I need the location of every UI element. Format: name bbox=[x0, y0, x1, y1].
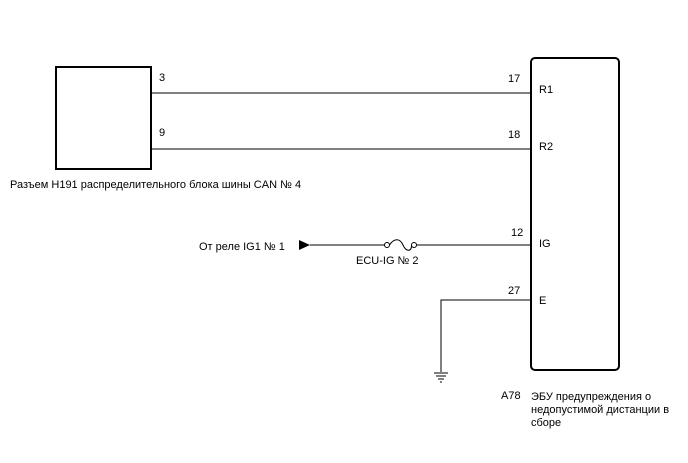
ecu-name-line-1: ЭБУ предупреждения о bbox=[531, 391, 651, 403]
ecu-terminal-ig: IG bbox=[539, 238, 551, 250]
arrow-right-icon bbox=[299, 240, 310, 250]
ecu-box bbox=[530, 57, 620, 371]
ecu-name-line-3: сборе bbox=[531, 417, 561, 429]
can-junction-connector-box bbox=[55, 66, 152, 170]
connector-label: Разъем H191 распределительного блока шин… bbox=[10, 179, 301, 191]
wire-ground bbox=[440, 299, 531, 372]
fuse-left-terminal bbox=[384, 242, 390, 248]
ecu-pin-18: 18 bbox=[508, 129, 520, 141]
ground-icon bbox=[434, 372, 448, 383]
ecu-pin-27: 27 bbox=[508, 285, 520, 297]
ecu-terminal-r2: R2 bbox=[539, 141, 553, 153]
fuse-label: ECU-IG № 2 bbox=[356, 255, 419, 267]
ecu-pin-12: 12 bbox=[511, 227, 523, 239]
ecu-terminal-r1: R1 bbox=[539, 84, 553, 96]
ecu-pin-17: 17 bbox=[508, 73, 520, 85]
fuse-icon bbox=[389, 239, 413, 251]
power-source-label: От реле IG1 № 1 bbox=[199, 241, 285, 253]
connector-pin-3: 3 bbox=[159, 72, 165, 84]
connector-pin-9: 9 bbox=[159, 127, 165, 139]
ecu-terminal-e: E bbox=[539, 295, 546, 307]
ecu-code: A78 bbox=[501, 390, 521, 402]
fuse-right-terminal bbox=[411, 242, 417, 248]
ecu-name-line-2: недопустимой дистанции в bbox=[531, 404, 669, 416]
